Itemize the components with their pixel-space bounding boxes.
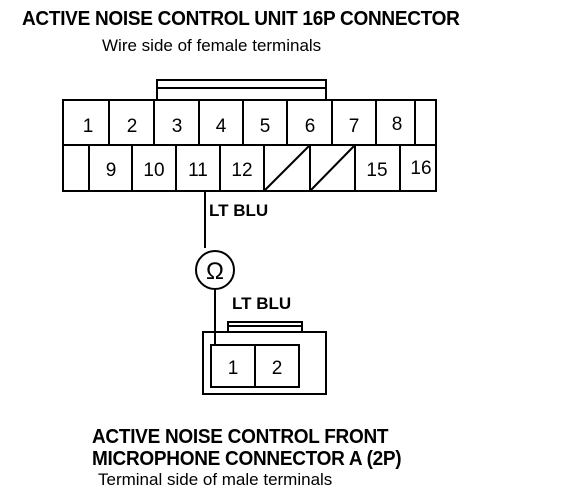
wire-color-label-upper: LT BLU bbox=[209, 201, 268, 220]
terminal-6: 6 bbox=[305, 116, 316, 137]
microphone-2p-connector bbox=[202, 321, 327, 395]
terminal-4: 4 bbox=[216, 116, 227, 137]
terminal-2: 2 bbox=[127, 116, 138, 137]
empty-cavity-14 bbox=[309, 144, 356, 192]
unit-connector-subtitle: Wire side of female terminals bbox=[102, 36, 322, 55]
terminal-12: 12 bbox=[231, 160, 252, 181]
terminal-15: 15 bbox=[366, 160, 387, 181]
terminal-5: 5 bbox=[260, 116, 271, 137]
terminal-7: 7 bbox=[349, 116, 360, 137]
row1-dividers bbox=[108, 100, 416, 145]
terminal-1: 1 bbox=[83, 116, 94, 137]
ohm-symbol: Ω bbox=[206, 258, 224, 285]
connector-lock-tab bbox=[156, 79, 327, 100]
wire-color-label-lower: LT BLU bbox=[232, 294, 291, 313]
terminal-11: 11 bbox=[188, 160, 208, 181]
mic-terminal-2: 2 bbox=[272, 358, 283, 379]
mic-connector-housing bbox=[202, 331, 327, 395]
terminal-3: 3 bbox=[172, 116, 183, 137]
unit-connector-title: ACTIVE NOISE CONTROL UNIT 16P CONNECTOR bbox=[22, 8, 460, 30]
empty-cavity-13 bbox=[263, 144, 311, 192]
mic-connector-title: ACTIVE NOISE CONTROL FRONT MICROPHONE CO… bbox=[92, 426, 402, 470]
unit-16p-connector bbox=[62, 79, 437, 192]
mic-connector-title-line2: MICROPHONE CONNECTOR A (2P) bbox=[92, 448, 402, 470]
terminal-10: 10 bbox=[143, 160, 164, 181]
mic-connector-subtitle: Terminal side of male terminals bbox=[98, 470, 333, 489]
terminal-8: 8 bbox=[392, 114, 403, 135]
mic-terminal-1: 1 bbox=[228, 358, 239, 379]
mic-connector-title-line1: ACTIVE NOISE CONTROL FRONT bbox=[92, 426, 389, 448]
terminal-16: 16 bbox=[410, 158, 431, 179]
terminal-9: 9 bbox=[106, 160, 117, 181]
mic-terminal-cell-2 bbox=[254, 344, 300, 388]
ohmmeter: Ω bbox=[195, 250, 235, 290]
lock-tab-bar bbox=[156, 79, 327, 89]
row2-dividers bbox=[88, 145, 401, 191]
